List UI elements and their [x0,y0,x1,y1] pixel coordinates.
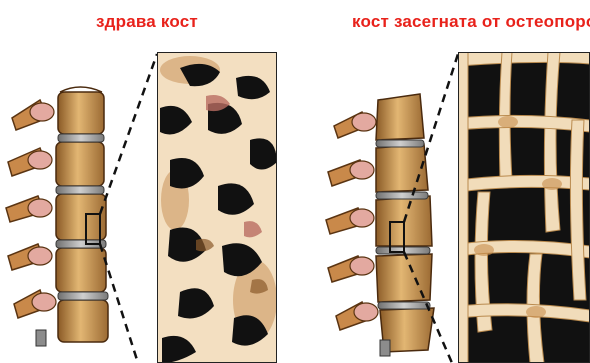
zoom-connector-top [100,54,157,214]
healthy-spine [6,87,108,346]
osteoporosis-spine [326,94,434,356]
osteoporosis-bone-closeup [458,52,590,363]
healthy-bone-closeup [157,52,277,363]
